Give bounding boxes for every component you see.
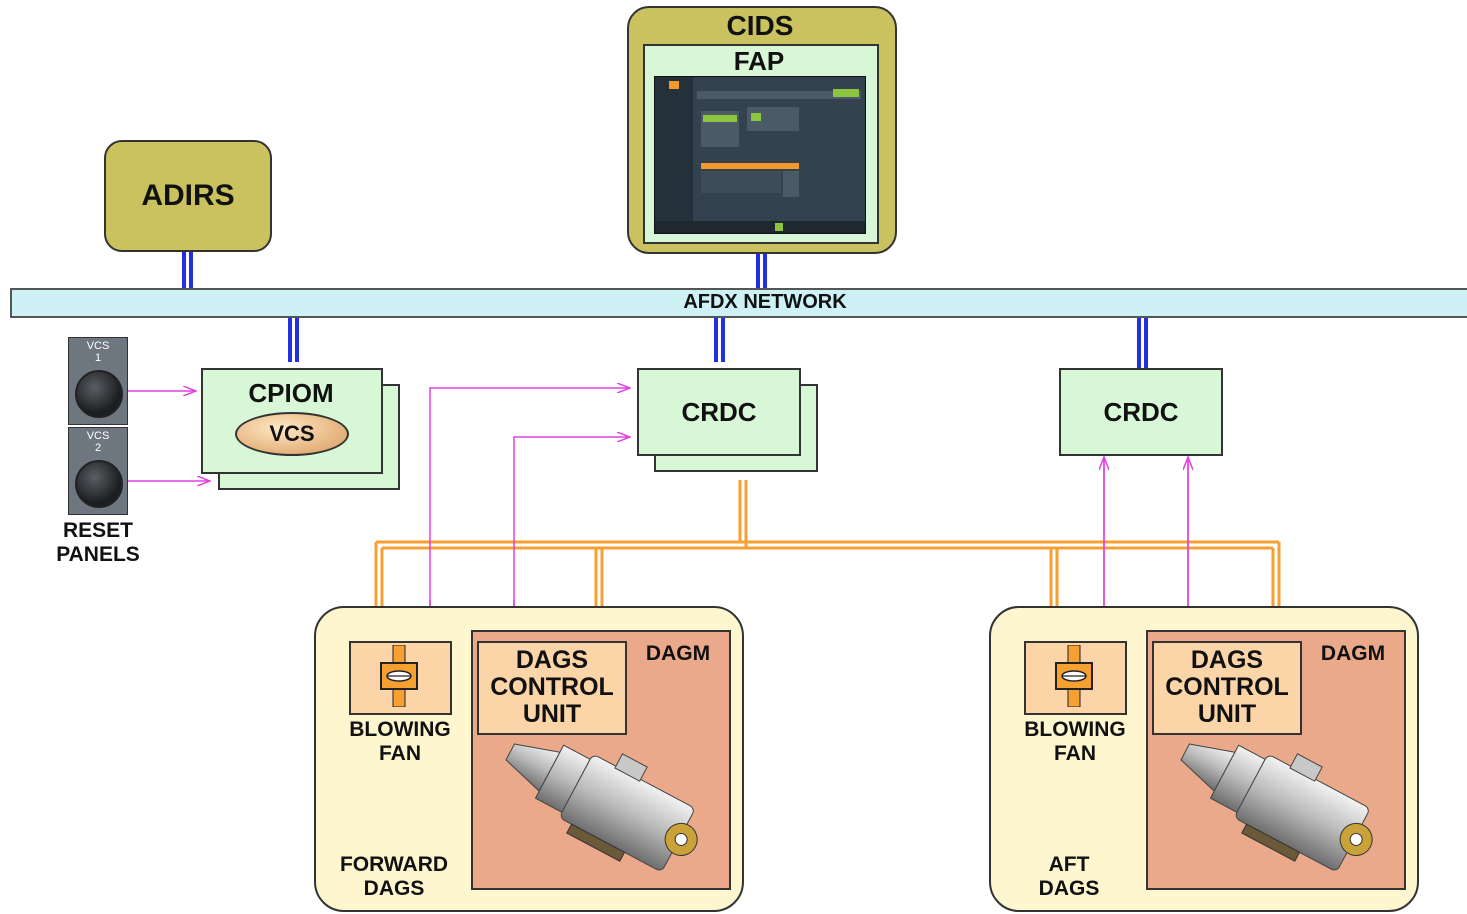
forward-fan-icon xyxy=(380,645,418,707)
fap-screen-tab xyxy=(669,81,679,89)
fap-screen-footer xyxy=(655,221,865,233)
panel2-caption-line2: 2 xyxy=(94,442,102,454)
aft-dcu-line3: UNIT xyxy=(1197,700,1257,728)
forward-fan-line1: BLOWING xyxy=(349,718,451,741)
crdc-left-box: CRDC xyxy=(637,368,801,456)
forward-dcu-box xyxy=(477,641,627,735)
fap-screen-card-ok xyxy=(751,113,761,121)
vcs-reset-panel-1: VCS 1 xyxy=(68,337,128,425)
fap-screen-footer-key xyxy=(775,223,783,231)
aft-dags-line2: DAGS xyxy=(1038,877,1100,900)
forward-dagm-unit-image xyxy=(505,743,698,871)
vcs-1-reset-button[interactable] xyxy=(75,370,123,418)
cpiom-label: CPIOM xyxy=(248,378,334,408)
vcs-oval: VCS xyxy=(235,412,349,456)
aft-dags-line1: AFT xyxy=(1048,853,1090,876)
vcs-label: VCS xyxy=(269,421,315,446)
forward-dags-line1: FORWARD xyxy=(339,853,449,876)
panel1-caption-line1: VCS xyxy=(86,340,110,352)
aft-dagm-unit-image xyxy=(1180,743,1373,871)
fap-screen-list xyxy=(783,171,799,197)
forward-fan-line2: FAN xyxy=(379,742,421,765)
fap-screen-sidebar xyxy=(655,77,693,223)
aft-dagm-label: DAGM xyxy=(1320,642,1386,665)
vcs-reset-panel-2: VCS 2 xyxy=(68,427,128,515)
forward-dags-line2: DAGS xyxy=(363,877,425,900)
adirs-box: ADIRS xyxy=(104,140,272,252)
aft-dcu-line2: CONTROL xyxy=(1165,673,1289,701)
fap-screen-list xyxy=(701,171,781,193)
reset-panels-label-line2: PANELS xyxy=(56,543,140,566)
fap-screen-card-ok xyxy=(703,115,737,122)
crdc-right-label: CRDC xyxy=(1103,397,1179,427)
vcs-2-reset-button[interactable] xyxy=(75,460,123,508)
forward-dcu-line2: CONTROL xyxy=(490,673,614,701)
afdx-links xyxy=(182,250,1148,368)
aft-fan-line2: FAN xyxy=(1054,742,1096,765)
fap-screen-alert-bar xyxy=(701,163,799,169)
panel2-caption-line1: VCS xyxy=(86,430,110,442)
forward-dcu-line3: UNIT xyxy=(522,700,582,728)
afdx-network-bus xyxy=(10,288,1467,318)
aft-fan-icon xyxy=(1055,645,1093,707)
fap-screen xyxy=(654,76,866,234)
panel1-caption-line2: 1 xyxy=(94,352,102,364)
cids-label: CIDS xyxy=(726,10,794,41)
aft-dcu-box xyxy=(1152,641,1302,735)
aft-fan-line1: BLOWING xyxy=(1024,718,1126,741)
crdc-right-box: CRDC xyxy=(1059,368,1223,456)
afdx-network-label: AFDX NETWORK xyxy=(683,291,847,313)
forward-dcu-line1: DAGS xyxy=(515,646,589,674)
adirs-label: ADIRS xyxy=(141,179,235,212)
forward-dagm-label: DAGM xyxy=(645,642,711,665)
crdc-left-label: CRDC xyxy=(681,397,757,427)
fap-label: FAP xyxy=(733,46,785,76)
fap-screen-header xyxy=(697,91,861,99)
aft-dcu-line1: DAGS xyxy=(1190,646,1264,674)
reset-panels-label-line1: RESET xyxy=(62,519,133,542)
fap-screen-button xyxy=(833,89,859,97)
